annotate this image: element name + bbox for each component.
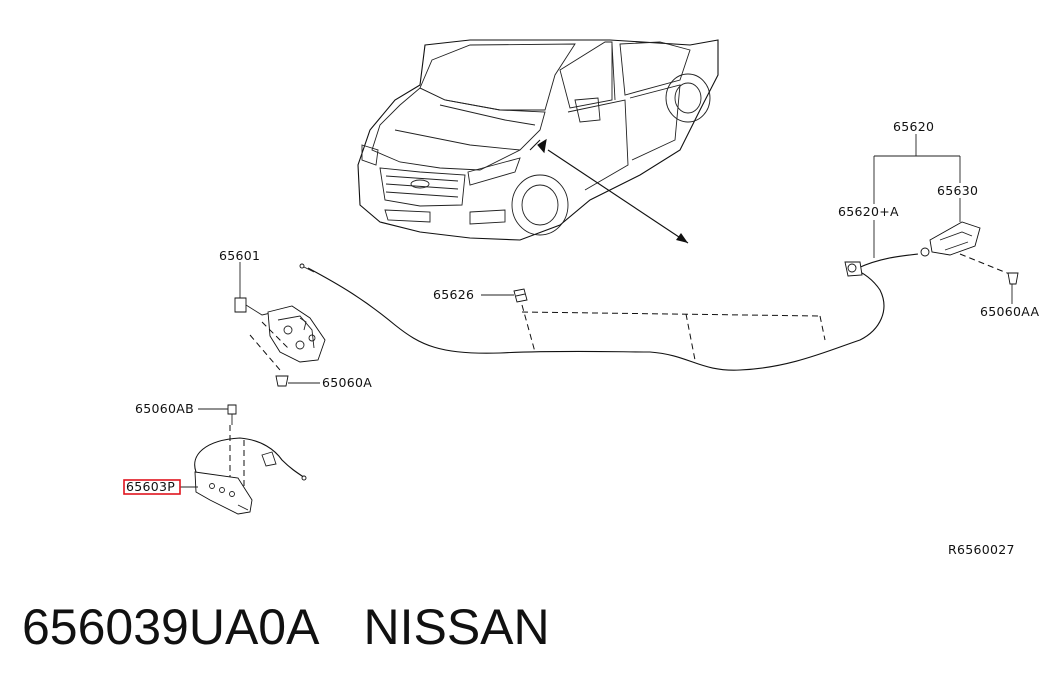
highlight-box [123, 479, 181, 495]
highlighted-part-callout[interactable]: 65603P [123, 479, 181, 495]
clamp-guides [521, 304, 826, 361]
footer-caption: 656039UA0A NISSAN [22, 598, 550, 656]
part-number: 656039UA0A [22, 599, 320, 655]
callout-65626: 65626 [433, 287, 474, 302]
hood-lock-assembly [234, 297, 326, 387]
cable-clip [513, 288, 528, 303]
drawing-reference: R6560027 [948, 542, 1015, 557]
vehicle-illustration [357, 39, 719, 241]
callout-65603p: 65603P [126, 479, 175, 494]
callout-65060aa: 65060AA [980, 304, 1039, 319]
callout-65601: 65601 [219, 248, 260, 263]
callout-65060a: 65060A [322, 375, 372, 390]
callout-65620: 65620 [893, 119, 934, 134]
callout-65630: 65630 [937, 183, 978, 198]
callout-65060ab: 65060AB [135, 401, 194, 416]
release-cable [299, 253, 919, 371]
detail-pointer-arrow [547, 149, 689, 244]
leader-lines [180, 134, 1013, 488]
brand-name: NISSAN [363, 599, 550, 655]
callout-65620-a: 65620+A [838, 204, 899, 219]
hood-lock-control [194, 404, 307, 515]
release-handle-assembly [844, 221, 1019, 285]
